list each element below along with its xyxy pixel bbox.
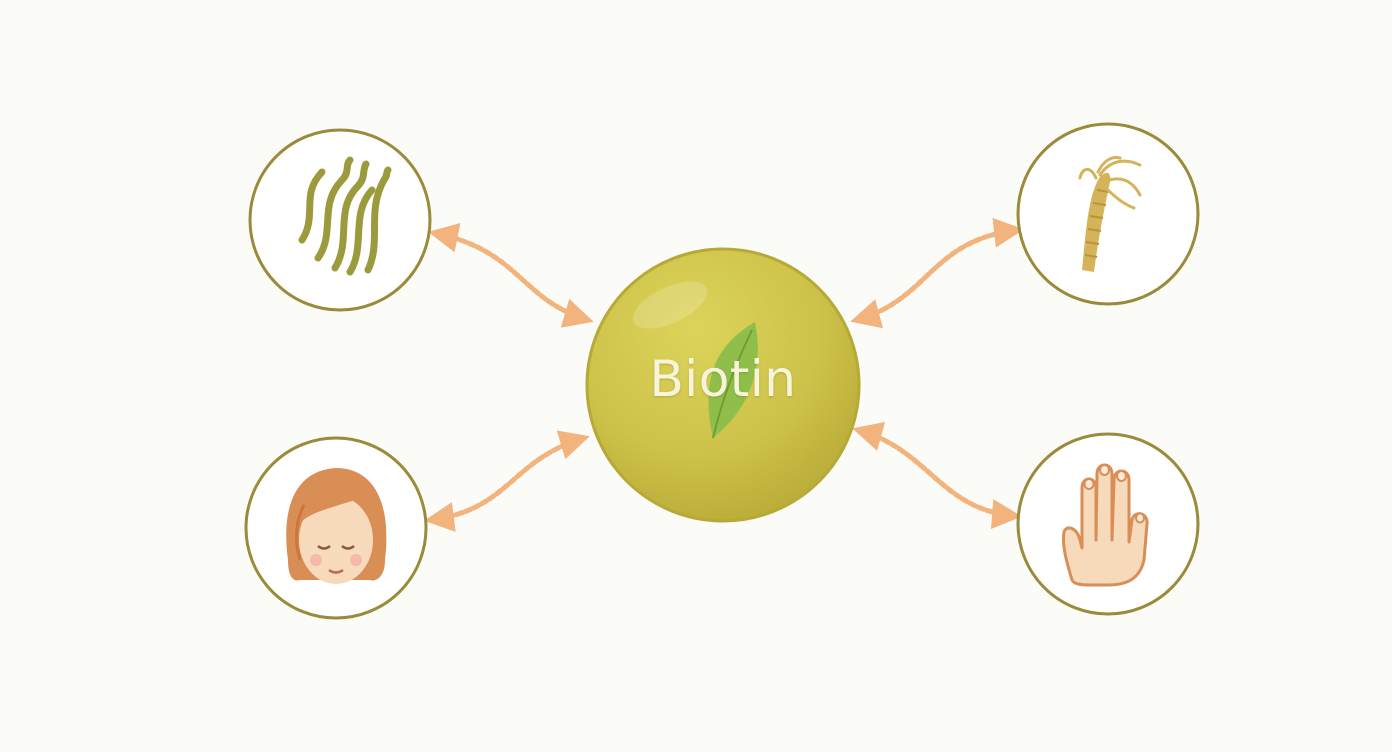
arrow-skin-to-biotin (424, 430, 590, 532)
arrow-biotin-to-nails (852, 421, 1022, 530)
arrow-hair-to-biotin (428, 222, 594, 328)
biotin-label: Biotin (649, 350, 797, 408)
hair-follicle-icon (1078, 156, 1142, 272)
biotin-center-node (585, 247, 861, 523)
hair-strands-icon (298, 156, 392, 276)
hair-node (248, 128, 432, 312)
hand-nails-icon (1062, 463, 1149, 587)
arrow-biotin-to-follicle (850, 217, 1024, 329)
woman-face-icon (286, 468, 387, 584)
leaf-icon (708, 322, 758, 439)
follicle-node (1016, 122, 1200, 306)
